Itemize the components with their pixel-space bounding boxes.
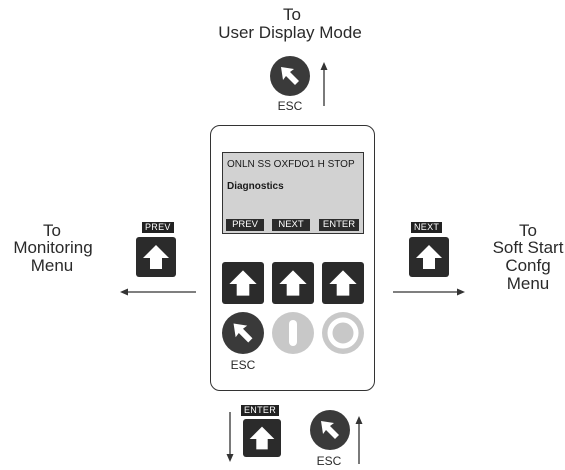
lcd-display: ONLN SS OXFDO1 H STOP Diagnostics PREV N… [222, 152, 364, 234]
top-caption-line1: To [283, 5, 301, 24]
left-caption-line1: To [43, 221, 61, 240]
left-caption-line3: Menu [30, 256, 74, 275]
esc-arrow-icon [321, 421, 339, 439]
right-caption-line1: To [519, 221, 537, 240]
bottom-down-arrow [226, 412, 234, 462]
right-arrow [393, 288, 465, 296]
up-arrow-icon [416, 245, 442, 269]
stop-icon [327, 317, 359, 349]
esc-arrow-icon [281, 67, 299, 85]
next-key[interactable] [409, 237, 449, 277]
enter-key[interactable] [243, 419, 281, 457]
esc-arrow-icon [233, 323, 253, 343]
prev-tag: PREV [142, 222, 174, 233]
softkey-button-3[interactable] [322, 262, 364, 304]
esc-button[interactable] [222, 312, 264, 354]
right-caption-line2: Soft Start [492, 238, 564, 257]
start-button[interactable] [272, 312, 314, 354]
lcd-status-line: ONLN SS OXFDO1 H STOP [227, 159, 355, 170]
right-caption-line3: Confg [505, 256, 551, 275]
right-caption-line4: Menu [506, 274, 550, 293]
stop-button[interactable] [322, 312, 364, 354]
bottom-up-arrow [355, 416, 363, 464]
top-caption-line2: User Display Mode [218, 23, 362, 42]
next-tag: NEXT [411, 222, 443, 233]
up-arrow-icon [329, 270, 357, 296]
top-up-arrow [320, 62, 328, 106]
prev-key[interactable] [136, 237, 176, 277]
left-caption-line2: Monitoring [13, 238, 93, 257]
left-arrow [120, 288, 196, 296]
softkey-button-2[interactable] [272, 262, 314, 304]
lcd-softkey-prev: PREV [226, 219, 264, 231]
up-arrow-icon [229, 270, 257, 296]
up-arrow-icon [143, 245, 169, 269]
start-icon [289, 320, 297, 346]
top-esc-label: ESC [277, 99, 303, 113]
top-esc-button[interactable] [270, 56, 310, 96]
keypad-esc-label: ESC [230, 358, 256, 372]
bottom-esc-button[interactable] [310, 410, 350, 450]
up-arrow-icon [279, 270, 307, 296]
lcd-menu-title: Diagnostics [227, 181, 284, 192]
lcd-softkey-next: NEXT [272, 219, 310, 231]
softkey-button-1[interactable] [222, 262, 264, 304]
enter-tag: ENTER [241, 405, 280, 416]
up-arrow-icon [249, 426, 275, 450]
lcd-softkey-enter: ENTER [319, 219, 359, 231]
bottom-esc-label: ESC [316, 454, 342, 468]
